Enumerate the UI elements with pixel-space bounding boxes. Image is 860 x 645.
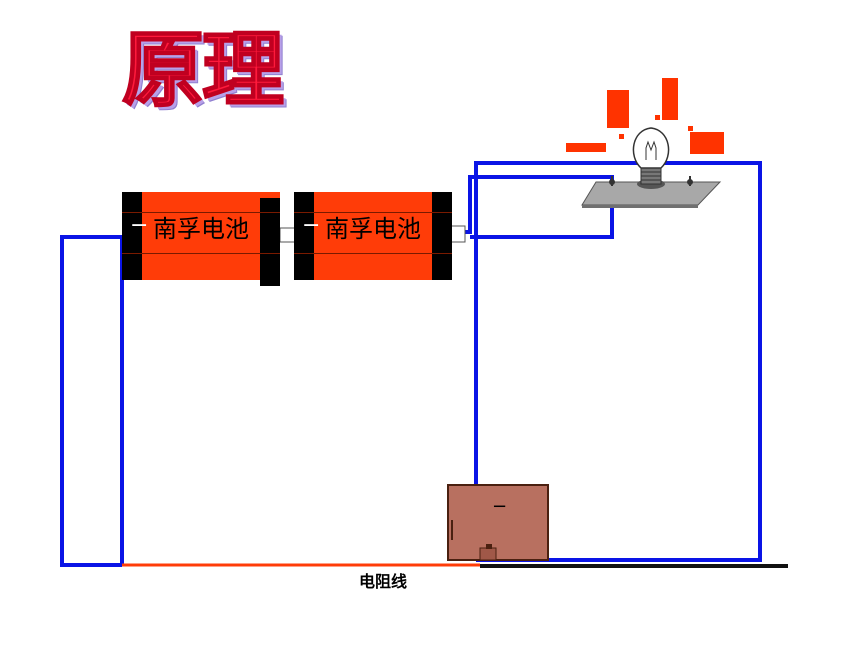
battery-2: − 南孚电池 + (294, 192, 452, 280)
battery-1-positive: + (259, 213, 278, 238)
circuit-wires (60, 161, 762, 567)
battery-2-positive: + (431, 213, 450, 238)
battery-1-label: 南孚电池 (153, 215, 249, 243)
battery-1-negative: − (130, 213, 149, 238)
battery-2-label: 南孚电池 (325, 215, 421, 243)
right-wire (474, 161, 762, 562)
light-rays (566, 78, 724, 154)
lamp-lead-wire (455, 175, 614, 239)
battery-connector-right (450, 225, 466, 243)
page-title: 原理 (121, 23, 285, 118)
light-bulb-icon (632, 127, 670, 189)
rheostat (447, 484, 549, 561)
left-wire (60, 235, 122, 567)
battery-1: − 南孚电池 + (122, 192, 280, 286)
lamp-holder (581, 176, 722, 208)
rheostat-mark: − (492, 496, 508, 517)
resistance-wire-label: 电阻线 (359, 572, 408, 591)
battery-2-negative: − (302, 213, 321, 238)
